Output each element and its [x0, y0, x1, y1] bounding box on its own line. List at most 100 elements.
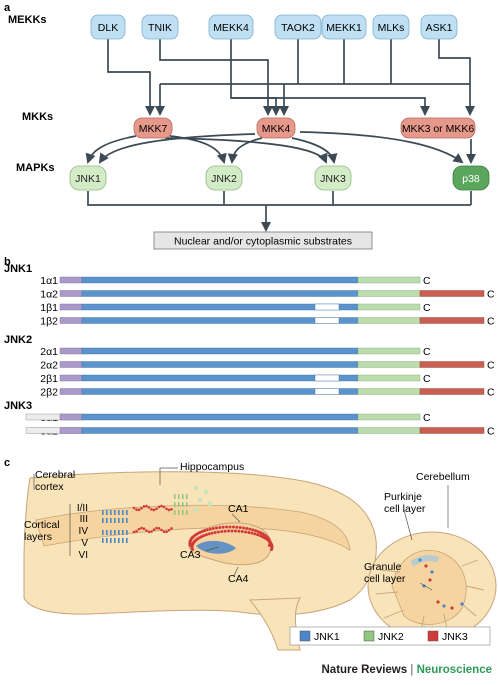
panel-c-letter: c [4, 457, 10, 469]
jnk3-mark [220, 530, 224, 534]
mekk-node-tnik [141, 14, 179, 40]
isoform-label: 1β1 [40, 302, 58, 314]
jnk2-mark [203, 489, 209, 495]
mekk-label-mlks: MLKs [378, 22, 405, 34]
mkks-row-label: MKKs [22, 111, 53, 123]
n-terminal-segment [59, 413, 83, 421]
jnk2-mark [182, 494, 184, 499]
jnk3-mark [231, 525, 235, 529]
jnk2-mark [193, 485, 199, 491]
legend-swatch-jnk2 [363, 630, 375, 642]
jnk3-mark [242, 526, 246, 530]
jnk1-mark [110, 530, 112, 535]
jnk1-mark [118, 530, 120, 535]
jnk2-mark [193, 507, 199, 513]
n-terminal-segment [59, 427, 83, 434]
jnk1-mark [126, 510, 128, 515]
n-terminal-segment [59, 317, 83, 324]
ca1-label: CA1 [228, 503, 249, 515]
jnk3-mark [218, 526, 222, 530]
jnk3-mark [165, 530, 168, 534]
mkk7-to-jnk2-arrow [169, 135, 227, 164]
n-terminal-segment [59, 303, 83, 311]
jnk1-mark [110, 510, 112, 515]
c-terminal-segment [357, 276, 421, 284]
n-terminal-segment [59, 290, 83, 297]
jnk1-mark [106, 530, 108, 535]
jnk3-mark [142, 505, 146, 508]
jnk1-mark [126, 538, 128, 543]
jnk2-mark [178, 510, 180, 515]
kinase-domain-segment [81, 276, 359, 284]
jnk1-mark [118, 518, 120, 523]
legend-label-jnk3: JNK3 [442, 631, 468, 643]
layer-label-i-ii: I/II [77, 503, 88, 514]
jnk2-mark [186, 494, 188, 499]
c-terminus-label: C [423, 302, 431, 314]
jnk1-mark [106, 518, 108, 523]
mekk4-to-mkk4-arrow [231, 97, 282, 117]
c-terminal-segment [357, 413, 421, 421]
brainstem [248, 597, 301, 651]
jnk3-mark [135, 529, 138, 533]
jnk1-mark [110, 518, 112, 523]
cerebellum-mark [418, 558, 422, 562]
jnk1-mark [122, 510, 124, 515]
jnk3-mark [255, 533, 259, 537]
panel-b-letter: b [4, 256, 11, 268]
kinase-domain-segment [81, 290, 359, 297]
jnk2-mark [174, 494, 176, 499]
jnk1-mark [118, 538, 120, 543]
jnk1-mark [114, 538, 116, 543]
jnk3-mark [230, 529, 234, 533]
jnk3-mark [250, 531, 254, 535]
jnk3-mark [167, 528, 171, 532]
jnk3-mark [205, 528, 209, 532]
c-terminal-segment [357, 317, 421, 324]
ask1-drop [438, 39, 471, 84]
alternative-exon-segment [314, 303, 340, 311]
jnk3-mark [150, 508, 153, 511]
c-terminal-segment [357, 347, 421, 355]
mapk-label-jnk2: JNK2 [211, 173, 237, 185]
jnk3-mark [216, 530, 220, 534]
jnk3-mark [235, 525, 239, 529]
cerebellum-mark [436, 600, 440, 604]
mapk-node-p38 [452, 165, 490, 191]
jnk3-mark [221, 525, 225, 529]
n-terminal-segment [59, 276, 83, 284]
jnk1-mark [102, 518, 104, 523]
mekk-label-dlk: DLK [98, 22, 118, 34]
jnk3-mark [140, 506, 143, 510]
c-terminus-label: C [487, 387, 495, 399]
jnk2-mark [178, 494, 180, 499]
legend-label-jnk1: JNK1 [314, 631, 340, 643]
jnk3-mark [238, 526, 242, 530]
jnk3-mark [268, 544, 272, 548]
mapk-node-jnk1 [69, 165, 107, 191]
n-terminal-segment [59, 347, 83, 355]
jnk2-mark [186, 502, 188, 507]
c-terminus-label: C [487, 360, 495, 372]
n-terminal-segment [59, 374, 83, 382]
mekk-node-taok2 [274, 14, 322, 40]
dlk-to-mkk7-arrow [107, 39, 156, 117]
jnk3-mark [228, 525, 232, 529]
jnk3-mark [157, 527, 161, 530]
mekk-label-taok2: TAOK2 [281, 22, 315, 34]
jnk3-mark [244, 530, 248, 534]
isoform-group-jnk3: JNK3 [4, 400, 32, 412]
c-terminal-segment [357, 303, 421, 311]
jnk3-mark [256, 530, 260, 534]
jnk3-mark [253, 532, 257, 536]
extended-c-terminal-segment [419, 388, 485, 395]
isoform-label: 2α2 [40, 360, 58, 372]
jnk3-mark [167, 508, 171, 512]
legend-swatch-jnk3 [427, 630, 439, 642]
mekk-node-ask1 [420, 14, 458, 40]
mekk-label-mekk4: MEKK4 [213, 22, 249, 34]
